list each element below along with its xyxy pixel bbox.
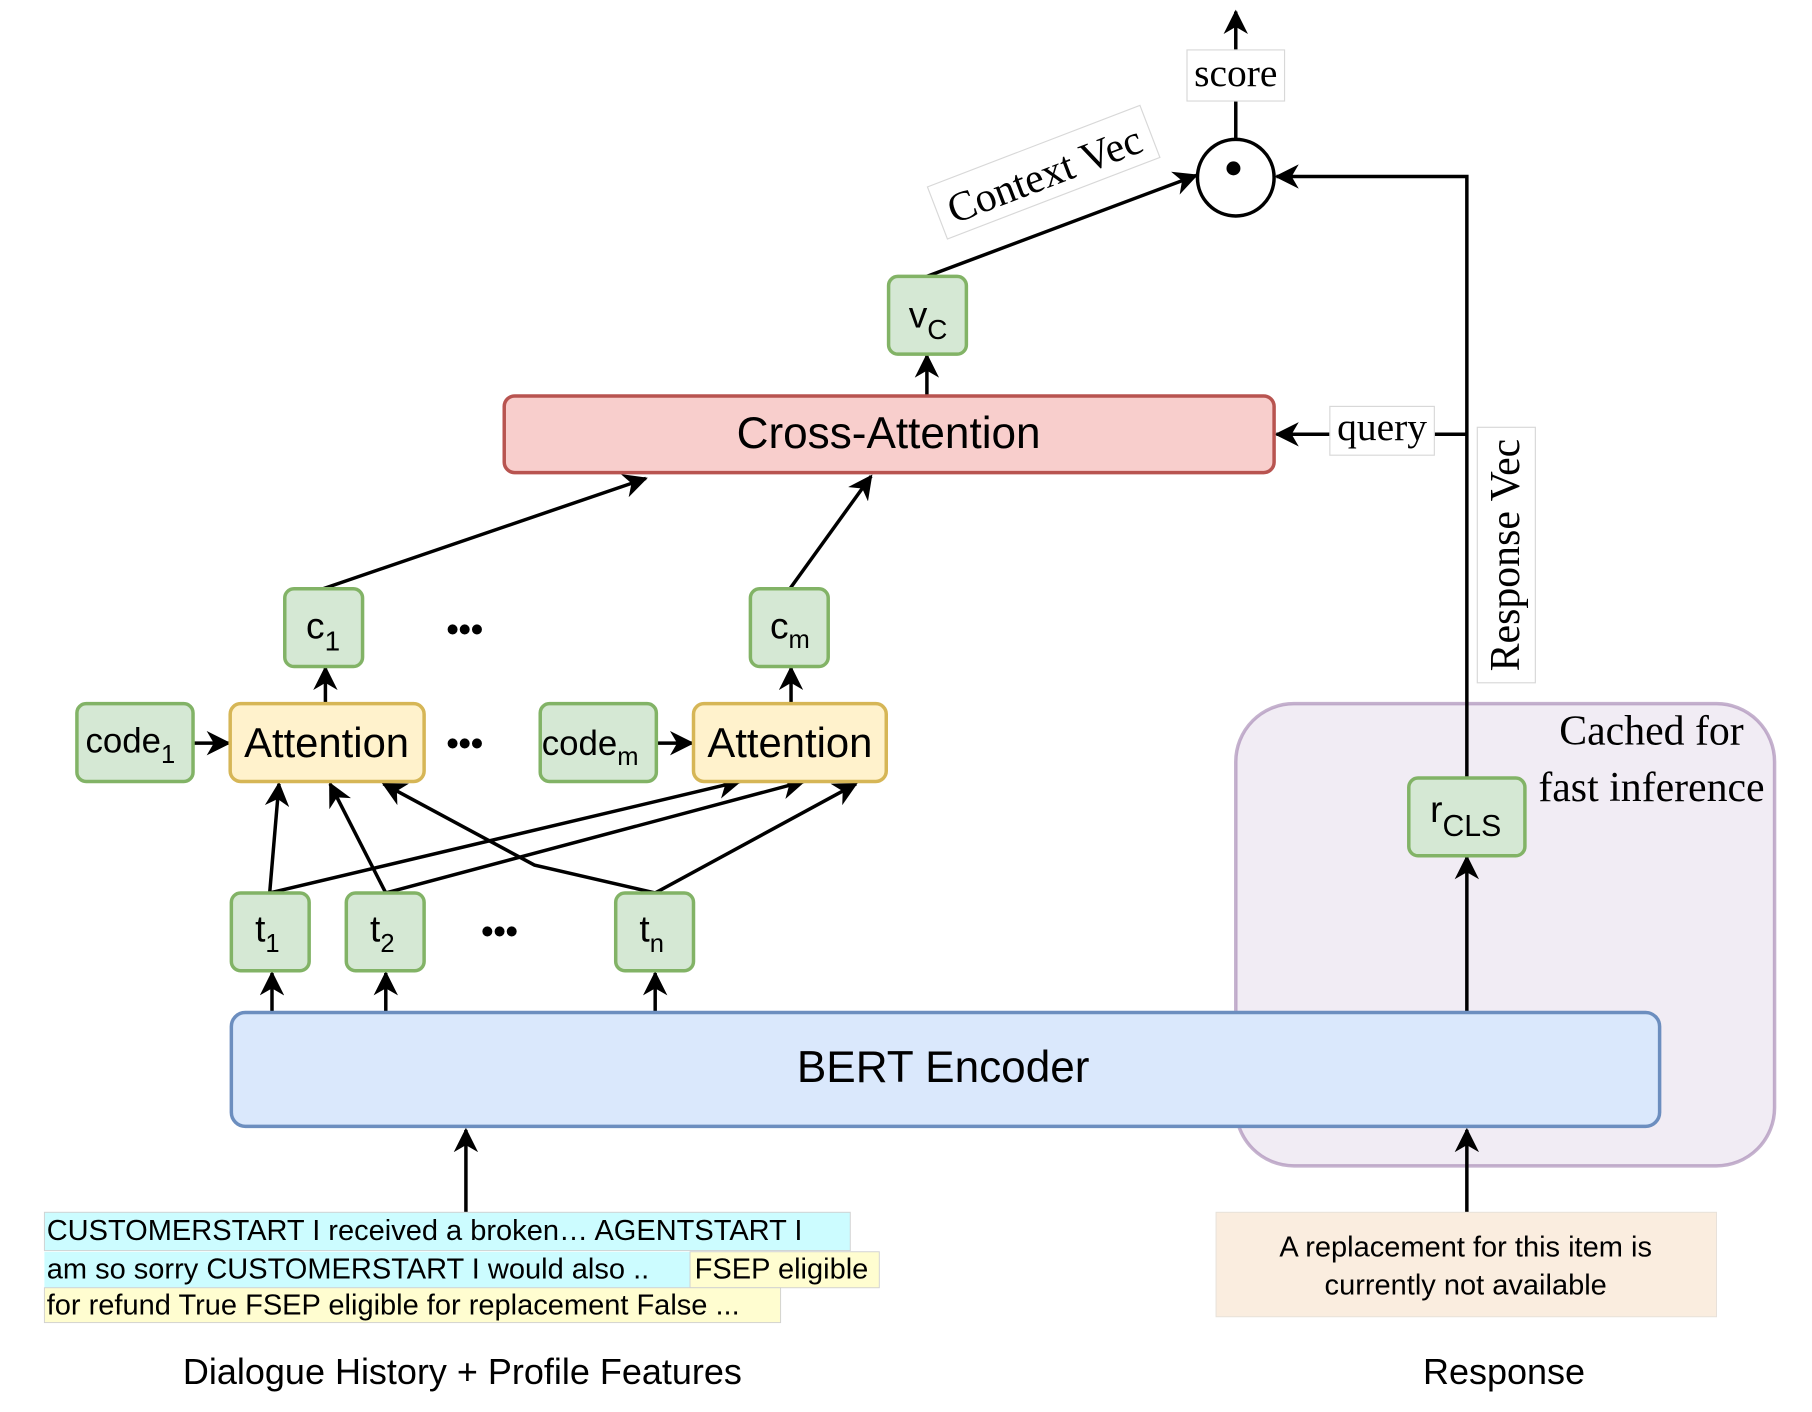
edge-t2-attnm xyxy=(385,775,806,895)
t2-label: t2 xyxy=(370,908,395,958)
edge-response-vec xyxy=(1274,164,1469,778)
code-node-1: code1 xyxy=(75,701,195,784)
code1-label: code1 xyxy=(85,721,175,768)
edge-tn-attn1 xyxy=(381,782,656,895)
cache-label-line1: Cached for xyxy=(1559,708,1744,754)
attention-block-1: Attention xyxy=(228,701,426,784)
cross-attention-label: Cross-Attention xyxy=(737,409,1041,458)
token-ellipsis: ••• xyxy=(481,912,518,951)
edge-c1-to-cross xyxy=(322,474,648,591)
attentionm-label: Attention xyxy=(707,719,872,766)
profile-line-2: FSEP eligible xyxy=(695,1253,869,1285)
edge-t1-attn1 xyxy=(264,781,290,894)
rcls-label: rCLS xyxy=(1430,788,1501,843)
cache-label-line2: fast inference xyxy=(1538,765,1764,811)
code-node-m: codem xyxy=(538,701,659,784)
profile-line-3: for refund True FSEP eligible for replac… xyxy=(47,1289,740,1321)
score-text: score xyxy=(1194,51,1277,95)
response-vec-label: Response Vec xyxy=(1476,426,1536,684)
token-t1: t1 xyxy=(229,891,311,973)
score-label: score xyxy=(1186,49,1286,102)
context-vector-node: vC xyxy=(886,274,969,356)
dialogue-line-1: CUSTOMERSTART I received a broken… AGENT… xyxy=(47,1215,803,1247)
cross-attention-block: Cross-Attention xyxy=(502,394,1276,475)
dialogue-input: CUSTOMERSTART I received a broken… AGENT… xyxy=(43,1211,880,1324)
context-vec-label: Context Vec xyxy=(926,104,1161,240)
edge-t1-attnm xyxy=(269,774,742,895)
c-ellipsis: ••• xyxy=(446,610,483,649)
cm-label: cm xyxy=(770,605,810,654)
operator-circle xyxy=(1195,137,1276,218)
response-line-1: A replacement for this item is xyxy=(1279,1231,1652,1263)
code-output-cm: cm xyxy=(748,586,830,669)
token-tn: tn xyxy=(613,891,696,973)
encoder-label: BERT Encoder xyxy=(797,1043,1090,1092)
edge-cm-to-cross xyxy=(788,474,873,590)
edge-t2-attn1 xyxy=(328,781,388,894)
codem-label: codem xyxy=(542,724,639,771)
t1-label: t1 xyxy=(255,908,280,958)
response-caption: Response xyxy=(1423,1351,1585,1392)
attention-block-m: Attention xyxy=(691,701,889,784)
attention1-label: Attention xyxy=(244,719,409,766)
edge-tn-attnm xyxy=(654,782,858,895)
dot-icon xyxy=(1226,161,1241,176)
bert-encoder-block: BERT Encoder xyxy=(229,1010,1662,1129)
c1-label: c1 xyxy=(306,605,340,657)
token-t2: t2 xyxy=(344,891,426,973)
response-input: A replacement for this item is currently… xyxy=(1215,1211,1717,1318)
query-label: query xyxy=(1329,405,1435,456)
dialogue-line-2: am so sorry CUSTOMERSTART I would also .… xyxy=(47,1253,650,1285)
dot-product-operator xyxy=(1195,137,1276,218)
response-cls-node: rCLS xyxy=(1407,776,1527,858)
vc-label: vC xyxy=(909,293,948,345)
query-text: query xyxy=(1337,405,1427,449)
code-output-c1: c1 xyxy=(283,586,365,669)
response-line-2: currently not available xyxy=(1325,1270,1607,1302)
attention-ellipsis: ••• xyxy=(446,724,483,763)
edge-context-vec xyxy=(926,171,1199,278)
response-vec-text: Response Vec xyxy=(1483,439,1529,672)
dialogue-caption: Dialogue History + Profile Features xyxy=(183,1351,742,1392)
tn-label: tn xyxy=(639,908,664,958)
